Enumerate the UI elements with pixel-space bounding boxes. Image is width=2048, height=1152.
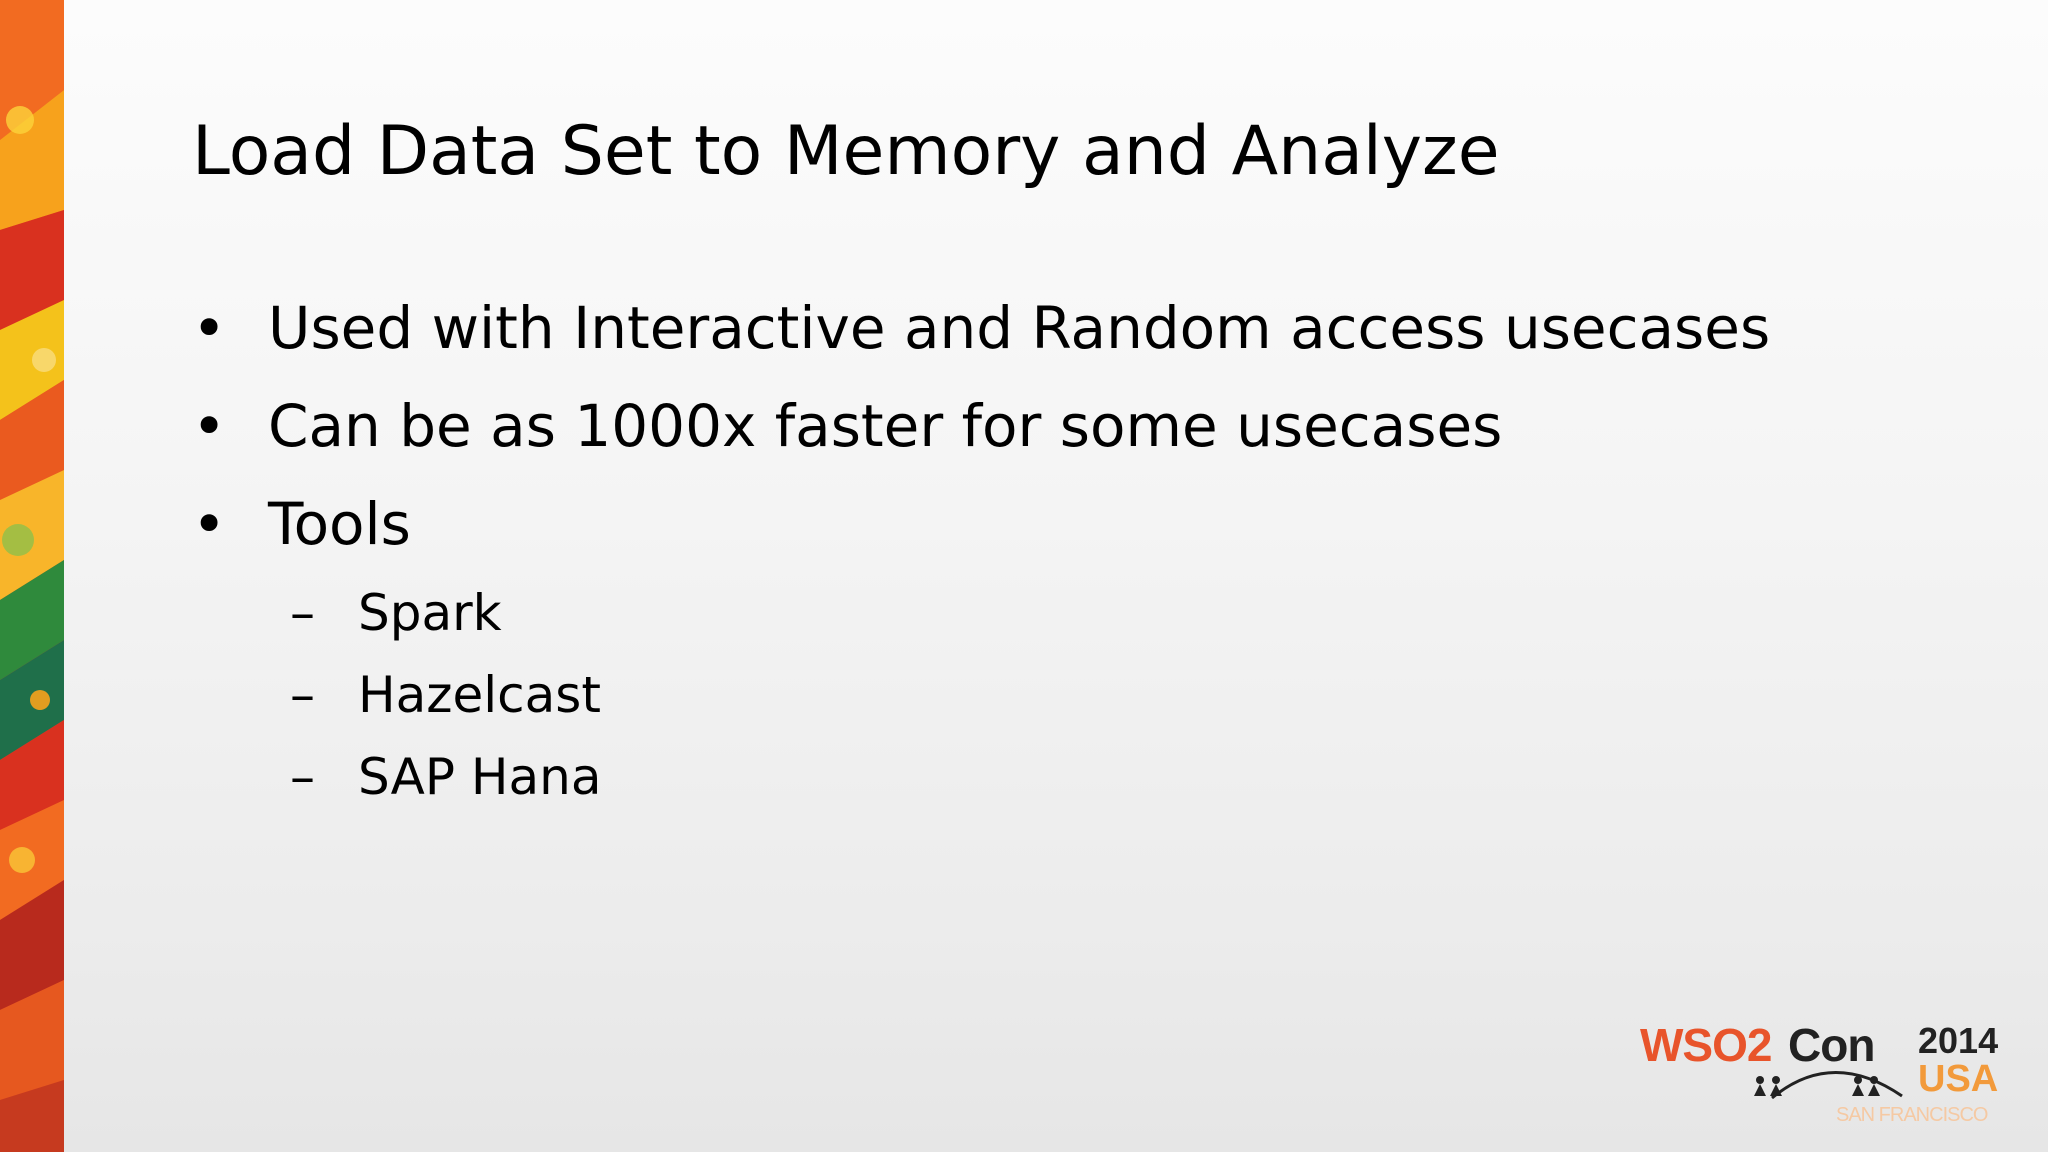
sub-bullet-text: Hazelcast bbox=[358, 666, 601, 724]
logo-brand-wso2: WSO2 bbox=[1640, 1019, 1772, 1071]
bullet-text: Tools bbox=[268, 490, 411, 558]
dash-marker: – bbox=[290, 748, 315, 806]
dash-marker: – bbox=[290, 666, 315, 724]
sub-bullet-text: Spark bbox=[358, 584, 502, 642]
wso2con-logo: WSO2 Con 2014 USA SAN FRANCISCO bbox=[1640, 1018, 2012, 1138]
logo-year: 2014 bbox=[1918, 1020, 1999, 1061]
sub-bullet-text: SAP Hana bbox=[358, 748, 602, 806]
dash-marker: – bbox=[290, 584, 315, 642]
bullet-marker: • bbox=[192, 392, 227, 460]
logo-brand-con: Con bbox=[1788, 1019, 1875, 1071]
logo-city: SAN FRANCISCO bbox=[1836, 1104, 1988, 1126]
bullet-text: Used with Interactive and Random access … bbox=[268, 294, 1771, 362]
people-icon bbox=[1754, 1071, 1903, 1100]
bullet-marker: • bbox=[192, 490, 227, 558]
slide-title: Load Data Set to Memory and Analyze bbox=[192, 112, 1500, 191]
logo-country: USA bbox=[1918, 1058, 1999, 1100]
decorative-color-stripe bbox=[0, 0, 64, 1152]
bullet-text: Can be as 1000x faster for some usecases bbox=[268, 392, 1503, 460]
bullet-marker: • bbox=[192, 294, 227, 362]
